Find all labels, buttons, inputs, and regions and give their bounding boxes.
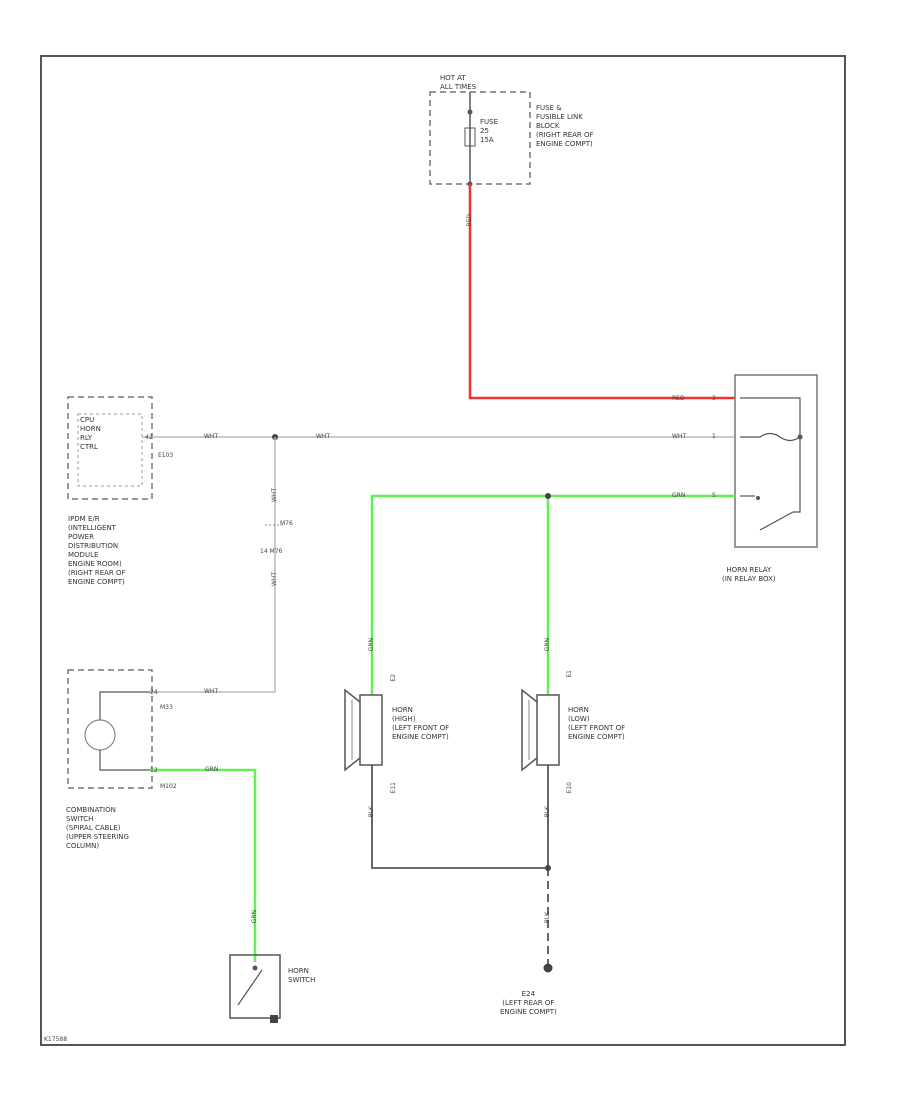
fuse-element — [464, 127, 476, 147]
fuse-block-box — [429, 91, 531, 185]
horn-high-conn-top: E2 — [390, 674, 397, 682]
red-wire — [468, 184, 735, 400]
splice-label-bottom: 14 M76 — [260, 548, 283, 555]
relay-contact-arm — [759, 511, 794, 531]
horn-switch-contact — [237, 969, 263, 1006]
horn-low-conn-top: E1 — [566, 670, 573, 678]
horn-low-conn-bottom: E10 — [566, 782, 573, 794]
ipdm-connector: E103 — [158, 452, 174, 459]
relay-coil — [740, 432, 801, 442]
fuse-block-name: FUSE & FUSIBLE LINK BLOCK (RIGHT REAR OF… — [536, 104, 594, 148]
combo-pin-top: 24 — [150, 689, 158, 696]
blk-wire-label-ground: BLK — [544, 912, 551, 924]
spiral-cable-wiring — [99, 691, 150, 720]
horn-switch-terminal — [252, 965, 258, 971]
ipdm-inner-box — [77, 413, 143, 487]
horn-switch-name: HORN SWITCH — [288, 967, 316, 984]
grn-wire-label-low: GRN — [544, 638, 551, 652]
combination-switch-box — [67, 669, 153, 789]
wht-wire-label-2: WHT — [316, 433, 331, 440]
fuse-rating-label: FUSE 25 15A — [480, 118, 499, 144]
grn-wire-label-horn-switch: GRN — [251, 910, 258, 924]
ground-name: E24 (LEFT REAR OF ENGINE COMPT) — [500, 990, 557, 1016]
wht-wire-label-vertical-2: WHT — [271, 572, 278, 587]
blk-wire-high — [371, 765, 548, 869]
fuse-hot-label: HOT AT ALL TIMES — [440, 74, 477, 91]
combination-switch-name: COMBINATION SWITCH (SPIRAL CABLE) (UPPER… — [66, 806, 129, 850]
fuse-terminal-top — [467, 109, 473, 115]
horn-high-name: HORN (HIGH) (LEFT FRONT OF ENGINE COMPT) — [392, 706, 450, 741]
red-wire-label: RED — [672, 395, 685, 402]
wht-wire-label-3: WHT — [672, 433, 687, 440]
grn-wire-label-relay: GRN — [672, 492, 686, 499]
grn-splice-dot — [545, 493, 551, 499]
blk-wire-label-high: BLK — [368, 806, 375, 818]
grn-wire-label-high: GRN — [368, 638, 375, 652]
grn-wire-label-combo: GRN — [205, 766, 219, 773]
horn-switch-box — [229, 954, 281, 1019]
spiral-cable-symbol — [84, 719, 116, 751]
red-wire-label-vertical: RED — [466, 214, 473, 227]
diagram-frame — [40, 55, 846, 1046]
relay-pin-5: 5 — [712, 492, 716, 499]
horn-high-symbol — [344, 688, 383, 772]
horn-switch-ground — [270, 1015, 278, 1023]
grn-wire-top — [370, 494, 735, 695]
horn-relay-name: HORN RELAY (IN RELAY BOX) — [722, 566, 776, 583]
grn-wire-horn-switch — [150, 768, 257, 962]
relay-pin-3: 3 — [712, 395, 716, 402]
ipdm-box — [67, 396, 153, 500]
combo-conn-top: M33 — [160, 704, 173, 711]
horn-low-symbol — [521, 688, 560, 772]
combo-conn-bottom: M102 — [160, 783, 177, 790]
horn-high-conn-bottom: E11 — [390, 782, 397, 794]
ground-point — [543, 963, 553, 973]
relay-pin-1: 1 — [712, 433, 716, 440]
relay-coil-wire — [740, 397, 801, 437]
footer-code: K17588 — [44, 1036, 68, 1043]
wht-wire-label-vertical: WHT — [271, 488, 278, 503]
relay-contact-dot — [756, 496, 760, 500]
horn-low-name: HORN (LOW) (LEFT FRONT OF ENGINE COMPT) — [568, 706, 626, 741]
wht-wire-label-combo: WHT — [204, 688, 219, 695]
blk-splice-dot — [545, 865, 551, 871]
splice-label-top: M76 — [280, 520, 293, 527]
ipdm-pin: 42 — [145, 434, 153, 441]
spiral-cable-wiring-bottom — [99, 750, 150, 771]
ipdm-name: IPDM E/R (INTELLIGENT POWER DISTRIBUTION… — [68, 515, 126, 586]
relay-contact-return — [793, 437, 801, 513]
blk-wire-label-low: BLK — [544, 806, 551, 818]
combo-pin-bottom: 12 — [150, 767, 158, 774]
ipdm-box-label: CPU HORN RLY CTRL — [80, 416, 101, 451]
wht-wire-label-1: WHT — [204, 433, 219, 440]
horn-relay-box — [734, 374, 818, 548]
